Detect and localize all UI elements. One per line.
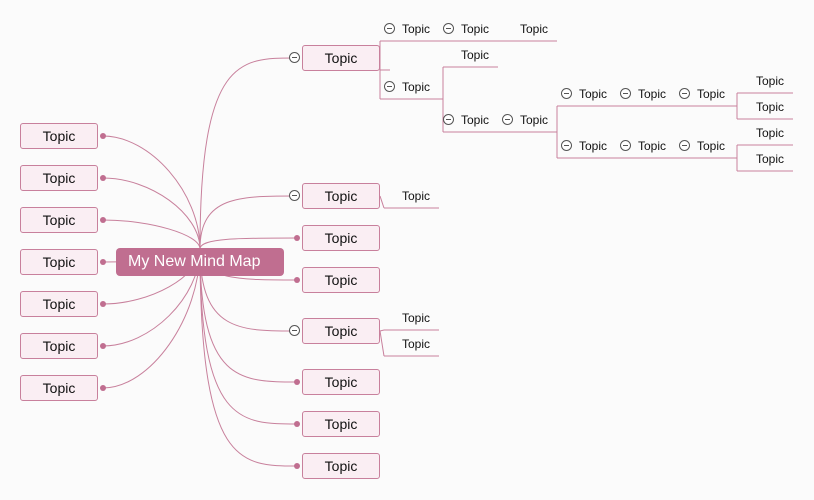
collapse-icon[interactable] [289, 52, 300, 63]
subtopic[interactable]: Topic [638, 87, 667, 101]
subtopic[interactable]: Topic [697, 87, 726, 101]
subtopic[interactable]: Topic [402, 337, 431, 351]
left-topic-6[interactable]: Topic [20, 333, 98, 359]
subtopic[interactable]: Topic [756, 74, 785, 88]
subtopic[interactable]: Topic [697, 139, 726, 153]
subtopic[interactable]: Topic [756, 152, 785, 166]
collapse-icon[interactable] [384, 81, 395, 92]
collapse-icon[interactable] [679, 88, 690, 99]
left-topic-7[interactable]: Topic [20, 375, 98, 401]
collapse-icon[interactable] [561, 88, 572, 99]
right-topic-5[interactable]: Topic [302, 318, 380, 344]
right-topic-7[interactable]: Topic [302, 411, 380, 437]
collapse-icon[interactable] [443, 114, 454, 125]
right-topic-4[interactable]: Topic [302, 267, 380, 293]
subtopic[interactable]: Topic [520, 113, 549, 127]
subtopic[interactable]: Topic [402, 80, 431, 94]
left-topic-2[interactable]: Topic [20, 165, 98, 191]
right-topic-3[interactable]: Topic [302, 225, 380, 251]
subtopic[interactable]: Topic [520, 22, 549, 36]
subtopic[interactable]: Topic [402, 22, 431, 36]
subtopic[interactable]: Topic [638, 139, 667, 153]
subtopic[interactable]: Topic [579, 139, 608, 153]
collapse-icon[interactable] [620, 140, 631, 151]
subtopic[interactable]: Topic [402, 311, 431, 325]
subtopic[interactable]: Topic [756, 126, 785, 140]
collapse-icon[interactable] [443, 23, 454, 34]
collapse-icon[interactable] [289, 325, 300, 336]
right-topic-2[interactable]: Topic [302, 183, 380, 209]
collapse-icon[interactable] [502, 114, 513, 125]
subtopic[interactable]: Topic [461, 48, 490, 62]
right-topic-6[interactable]: Topic [302, 369, 380, 395]
left-topic-4[interactable]: Topic [20, 249, 98, 275]
right-topic-8[interactable]: Topic [302, 453, 380, 479]
collapse-icon[interactable] [679, 140, 690, 151]
root-topic[interactable]: My New Mind Map [116, 248, 284, 276]
collapse-icon[interactable] [620, 88, 631, 99]
left-topic-3[interactable]: Topic [20, 207, 98, 233]
collapse-icon[interactable] [561, 140, 572, 151]
subtopic[interactable]: Topic [461, 113, 490, 127]
right-topic-1[interactable]: Topic [302, 45, 380, 71]
subtopic[interactable]: Topic [579, 87, 608, 101]
subtopic[interactable]: Topic [756, 100, 785, 114]
left-topic-1[interactable]: Topic [20, 123, 98, 149]
collapse-icon[interactable] [384, 23, 395, 34]
subtopic[interactable]: Topic [461, 22, 490, 36]
left-topic-5[interactable]: Topic [20, 291, 98, 317]
collapse-icon[interactable] [289, 190, 300, 201]
subtopic[interactable]: Topic [402, 189, 431, 203]
